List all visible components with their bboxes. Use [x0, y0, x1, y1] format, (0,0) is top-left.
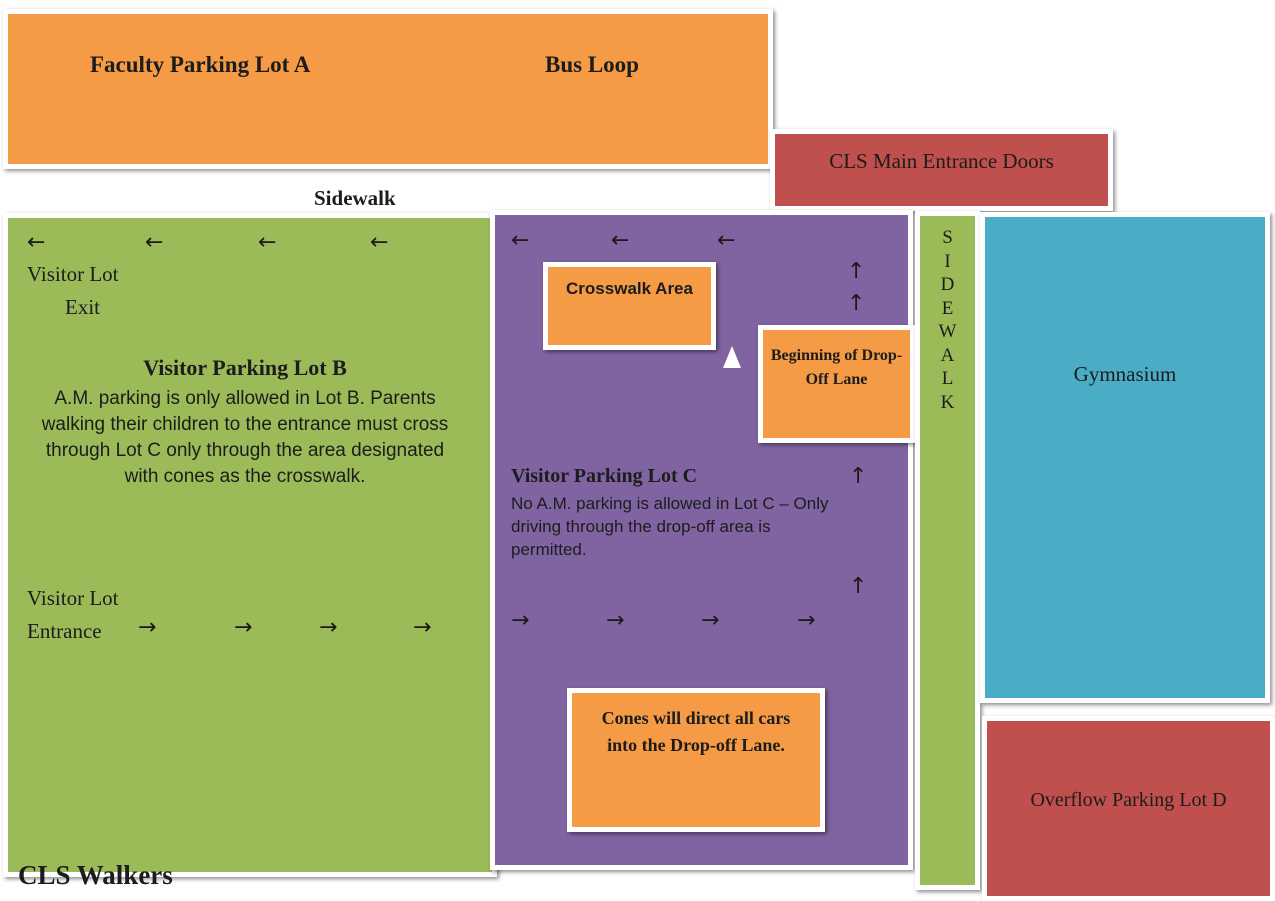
lot-d-label: Overflow Parking Lot D: [1030, 789, 1227, 811]
visitor-lot-exit-label: Visitor Lot Exit: [27, 258, 119, 324]
faculty-parking-lot-a: [3, 9, 773, 169]
sidewalk-letter: L: [941, 368, 954, 389]
right-arrow-icon: →: [701, 608, 720, 633]
left-arrow-icon: ←: [145, 230, 164, 255]
drop-off-lane-start: Beginning of Drop-Off Lane: [758, 325, 915, 443]
bus-loop-label: Bus Loop: [545, 52, 639, 77]
sidewalk-letter: S: [942, 227, 953, 248]
crosswalk-area: Crosswalk Area: [543, 262, 716, 350]
exit-line-2: Exit: [65, 295, 100, 319]
up-arrow-icon: ↑: [847, 291, 866, 316]
left-arrow-icon: ←: [370, 230, 389, 255]
main-entrance-doors: CLS Main Entrance Doors: [770, 129, 1113, 211]
up-arrow-icon: ↑: [849, 464, 868, 489]
sidewalk-letter: E: [941, 297, 954, 319]
up-arrow-icon: ↑: [849, 574, 868, 599]
sidewalk-top-label: Sidewalk: [314, 186, 396, 210]
lot-c-notice: No A.M. parking is allowed in Lot C – On…: [511, 494, 829, 559]
right-arrow-icon: →: [797, 608, 816, 633]
lot-a-label: Faculty Parking Lot A: [90, 52, 311, 77]
left-arrow-icon: ←: [611, 228, 630, 253]
right-arrow-icon: →: [234, 615, 253, 640]
right-arrow-icon: →: [138, 615, 157, 640]
entrance-line-1: Visitor Lot: [27, 586, 119, 610]
sidewalk-letter: A: [940, 344, 955, 366]
sidewalk-letter: D: [940, 274, 955, 295]
drop-off-lane-label: Beginning of Drop-Off Lane: [770, 347, 903, 388]
right-arrow-icon: →: [511, 608, 530, 633]
lot-b-notice: A.M. parking is only allowed in Lot B. P…: [41, 388, 449, 487]
sidewalk-vertical-label: S I D E W A L K: [920, 226, 975, 414]
overflow-parking-lot-d: Overflow Parking Lot D: [982, 716, 1275, 901]
right-arrow-icon: →: [319, 615, 338, 640]
left-arrow-icon: ←: [258, 230, 277, 255]
visitor-parking-lot-b: [3, 213, 497, 877]
left-arrow-icon: ←: [717, 228, 736, 253]
right-arrow-icon: →: [606, 608, 625, 633]
cones-note-label: Cones will direct all cars into the Drop…: [601, 708, 791, 755]
lot-c-title: Visitor Parking Lot C: [511, 465, 698, 487]
sidewalk-letter: K: [940, 391, 955, 413]
right-arrow-icon: →: [413, 615, 432, 640]
main-entrance-label: CLS Main Entrance Doors: [829, 149, 1054, 173]
sidewalk-letter: W: [938, 321, 957, 342]
cls-walkers-label: CLS Walkers: [18, 860, 173, 890]
sidewalk-letter: I: [944, 250, 951, 272]
up-arrow-icon: ↑: [847, 259, 866, 284]
sidewalk-vertical: S I D E W A L K: [915, 211, 980, 890]
left-arrow-icon: ←: [511, 228, 530, 253]
exit-line-1: Visitor Lot: [27, 262, 119, 286]
cone-marker-icon: [723, 346, 741, 368]
crosswalk-label: Crosswalk Area: [566, 279, 693, 298]
left-arrow-icon: ←: [27, 230, 46, 255]
gymnasium: Gymnasium: [980, 212, 1270, 703]
lot-b-title: Visitor Parking Lot B: [143, 355, 347, 380]
visitor-lot-entrance-label: Visitor Lot Entrance: [27, 582, 119, 648]
cones-note: Cones will direct all cars into the Drop…: [567, 688, 825, 832]
gymnasium-label: Gymnasium: [1073, 362, 1177, 386]
entrance-line-2: Entrance: [27, 619, 102, 643]
